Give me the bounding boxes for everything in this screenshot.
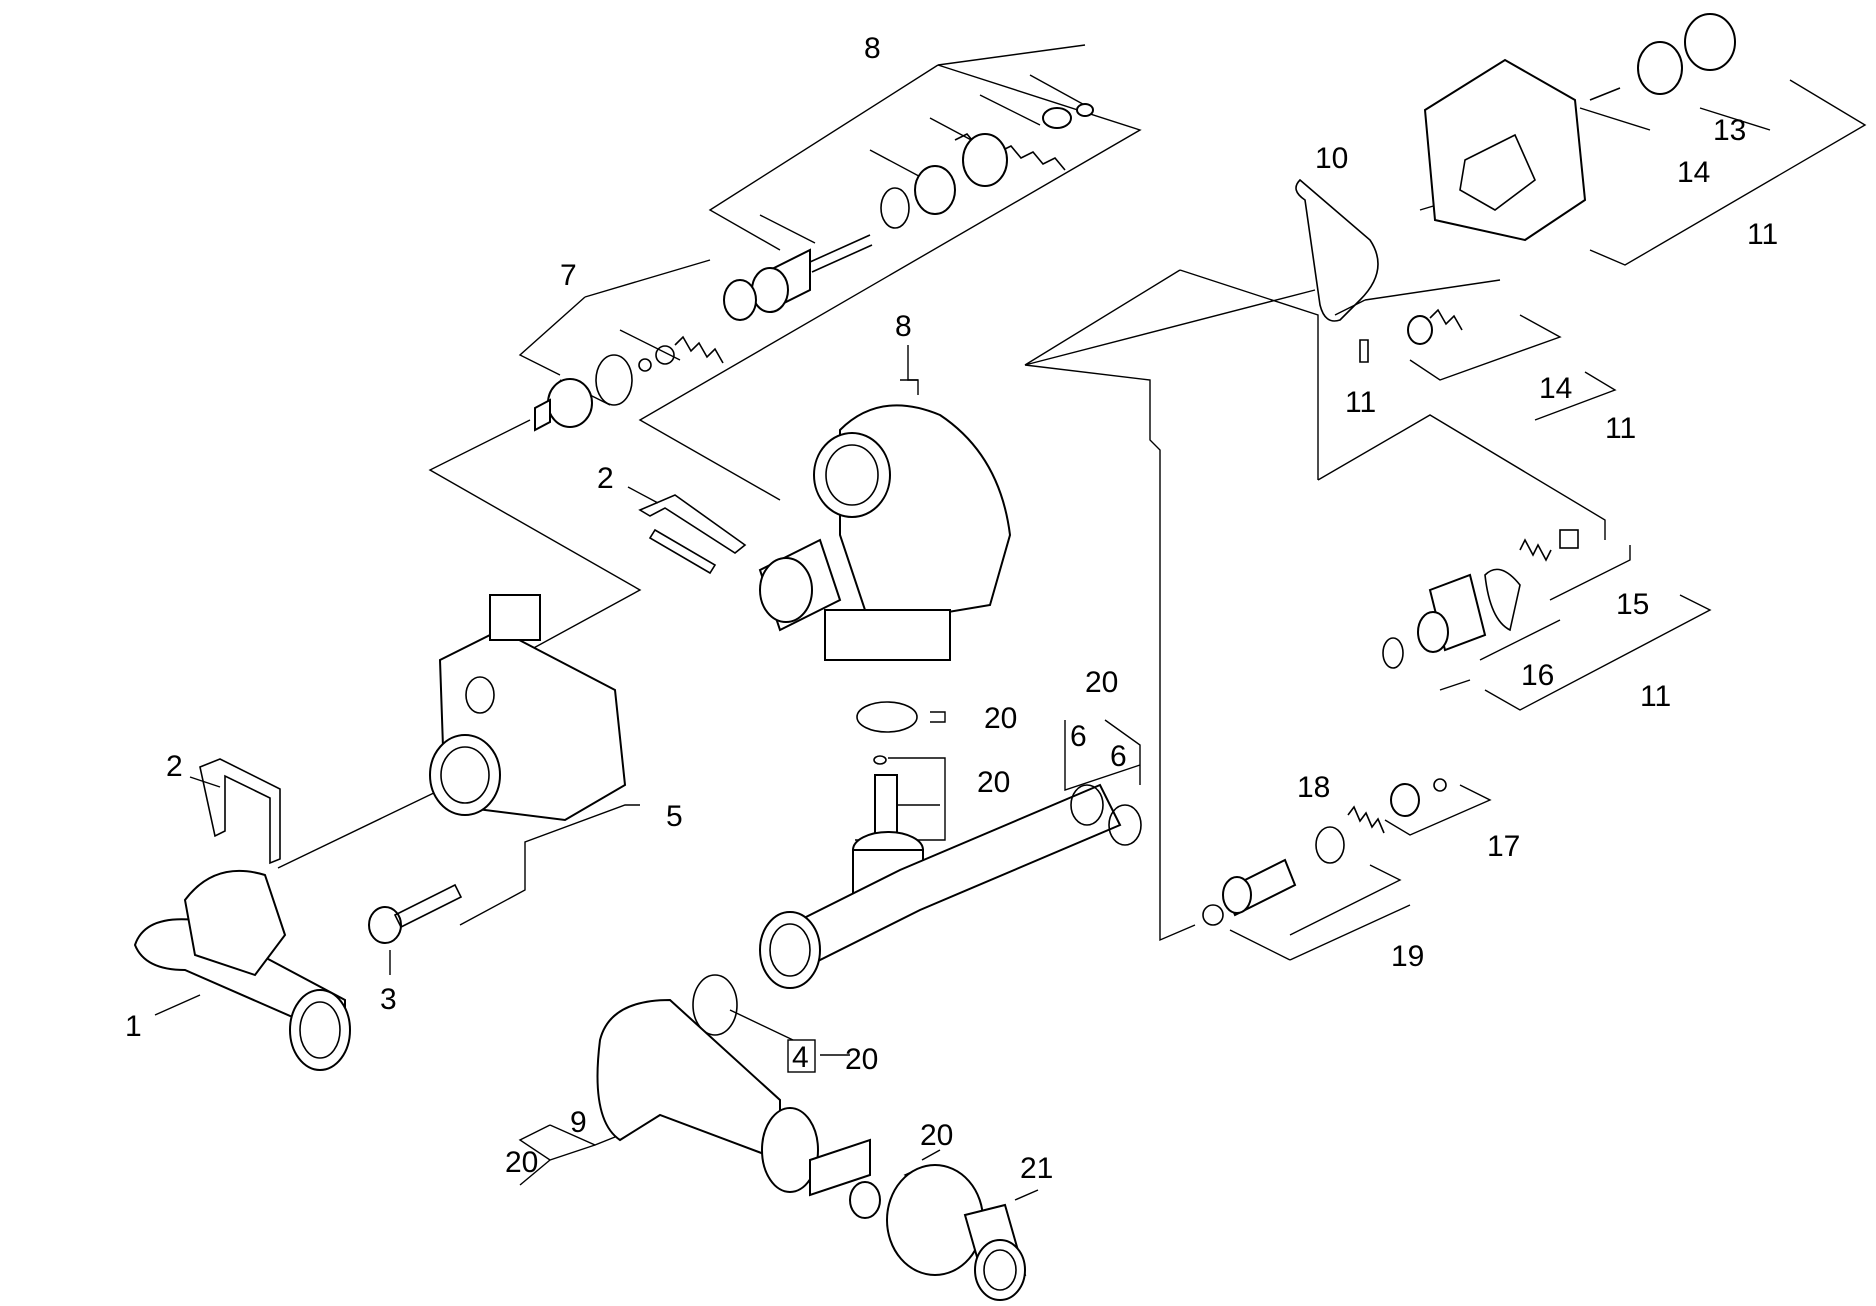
- callout-20-9: 20: [505, 1146, 538, 1179]
- part-11-pin: [1359, 339, 1369, 363]
- callout-10: 10: [1315, 142, 1348, 175]
- leader-lines: [154, 44, 1867, 1201]
- callout-3: 3: [380, 983, 397, 1016]
- callout-5: 5: [666, 800, 683, 833]
- callout-21: 21: [1020, 1152, 1053, 1185]
- part-7-valve: [534, 279, 757, 432]
- part-5-housing: [429, 594, 627, 822]
- part-valve-stem-and-t-pipe: [759, 774, 1122, 989]
- part-6-oring-a: [1070, 784, 1104, 826]
- part-14-valve-small: [1407, 308, 1463, 345]
- part-2-clip-lower: [199, 758, 281, 865]
- callout-14-upper: 14: [1677, 156, 1710, 189]
- callout-20-ring: 20: [984, 702, 1017, 735]
- part-20-filter: [809, 1138, 881, 1219]
- part-1-inlet-elbow: [133, 869, 351, 1071]
- callout-4: 4: [792, 1041, 809, 1074]
- callout-11-pin: 11: [1345, 386, 1376, 419]
- callout-20-filter: 20: [920, 1119, 953, 1152]
- callout-17: 17: [1487, 830, 1520, 863]
- callout-2-lower: 2: [166, 750, 183, 783]
- callout-11-lower: 11: [1640, 680, 1671, 713]
- part-20-oring-small: [873, 755, 887, 765]
- part-10-seal: [1295, 178, 1379, 322]
- callout-11-mid: 11: [1605, 412, 1636, 445]
- callout-2-upper: 2: [597, 462, 614, 495]
- callout-20-pipe: 20: [1085, 666, 1118, 699]
- callout-7: 7: [560, 259, 577, 292]
- callout-15: 15: [1616, 588, 1649, 621]
- parts: [133, 13, 1736, 1301]
- callout-labels: 8 7 8 2 2 5 3 1 20 20 20 6 6 4 20 9 20 2…: [125, 32, 1778, 1185]
- callout-19: 19: [1391, 940, 1424, 973]
- callout-9: 9: [570, 1106, 587, 1139]
- callout-18: 18: [1297, 771, 1330, 804]
- part-8-valve-assembly: [751, 103, 1094, 313]
- callout-16: 16: [1521, 659, 1554, 692]
- callout-11-upper: 11: [1747, 218, 1778, 251]
- part-17-18-19-valve: [1202, 778, 1447, 926]
- part-8-pump-head: [758, 404, 1012, 661]
- part-20-oring-top: [856, 701, 918, 733]
- part-3-screw: [368, 883, 463, 944]
- callout-20-stem: 20: [977, 766, 1010, 799]
- callout-4-box: [787, 1039, 816, 1073]
- callout-20-4: 20: [845, 1043, 878, 1076]
- part-9-elbow: [596, 998, 819, 1193]
- part-6-oring-b: [1108, 804, 1142, 846]
- part-20-oring-4: [692, 974, 738, 1036]
- part-15-16-valve: [1382, 529, 1579, 669]
- callout-14-lower: 14: [1539, 372, 1572, 405]
- callout-8-top: 8: [864, 32, 881, 65]
- callout-1: 1: [125, 1010, 142, 1043]
- part-11-pump-cover: [1423, 13, 1736, 242]
- part-21-coupling: [886, 1164, 1027, 1301]
- callout-8-center: 8: [895, 310, 912, 343]
- callout-13: 13: [1713, 114, 1746, 147]
- callout-6-b: 6: [1110, 740, 1127, 773]
- part-2-clip-upper: [638, 494, 747, 575]
- callout-6-a: 6: [1070, 720, 1087, 753]
